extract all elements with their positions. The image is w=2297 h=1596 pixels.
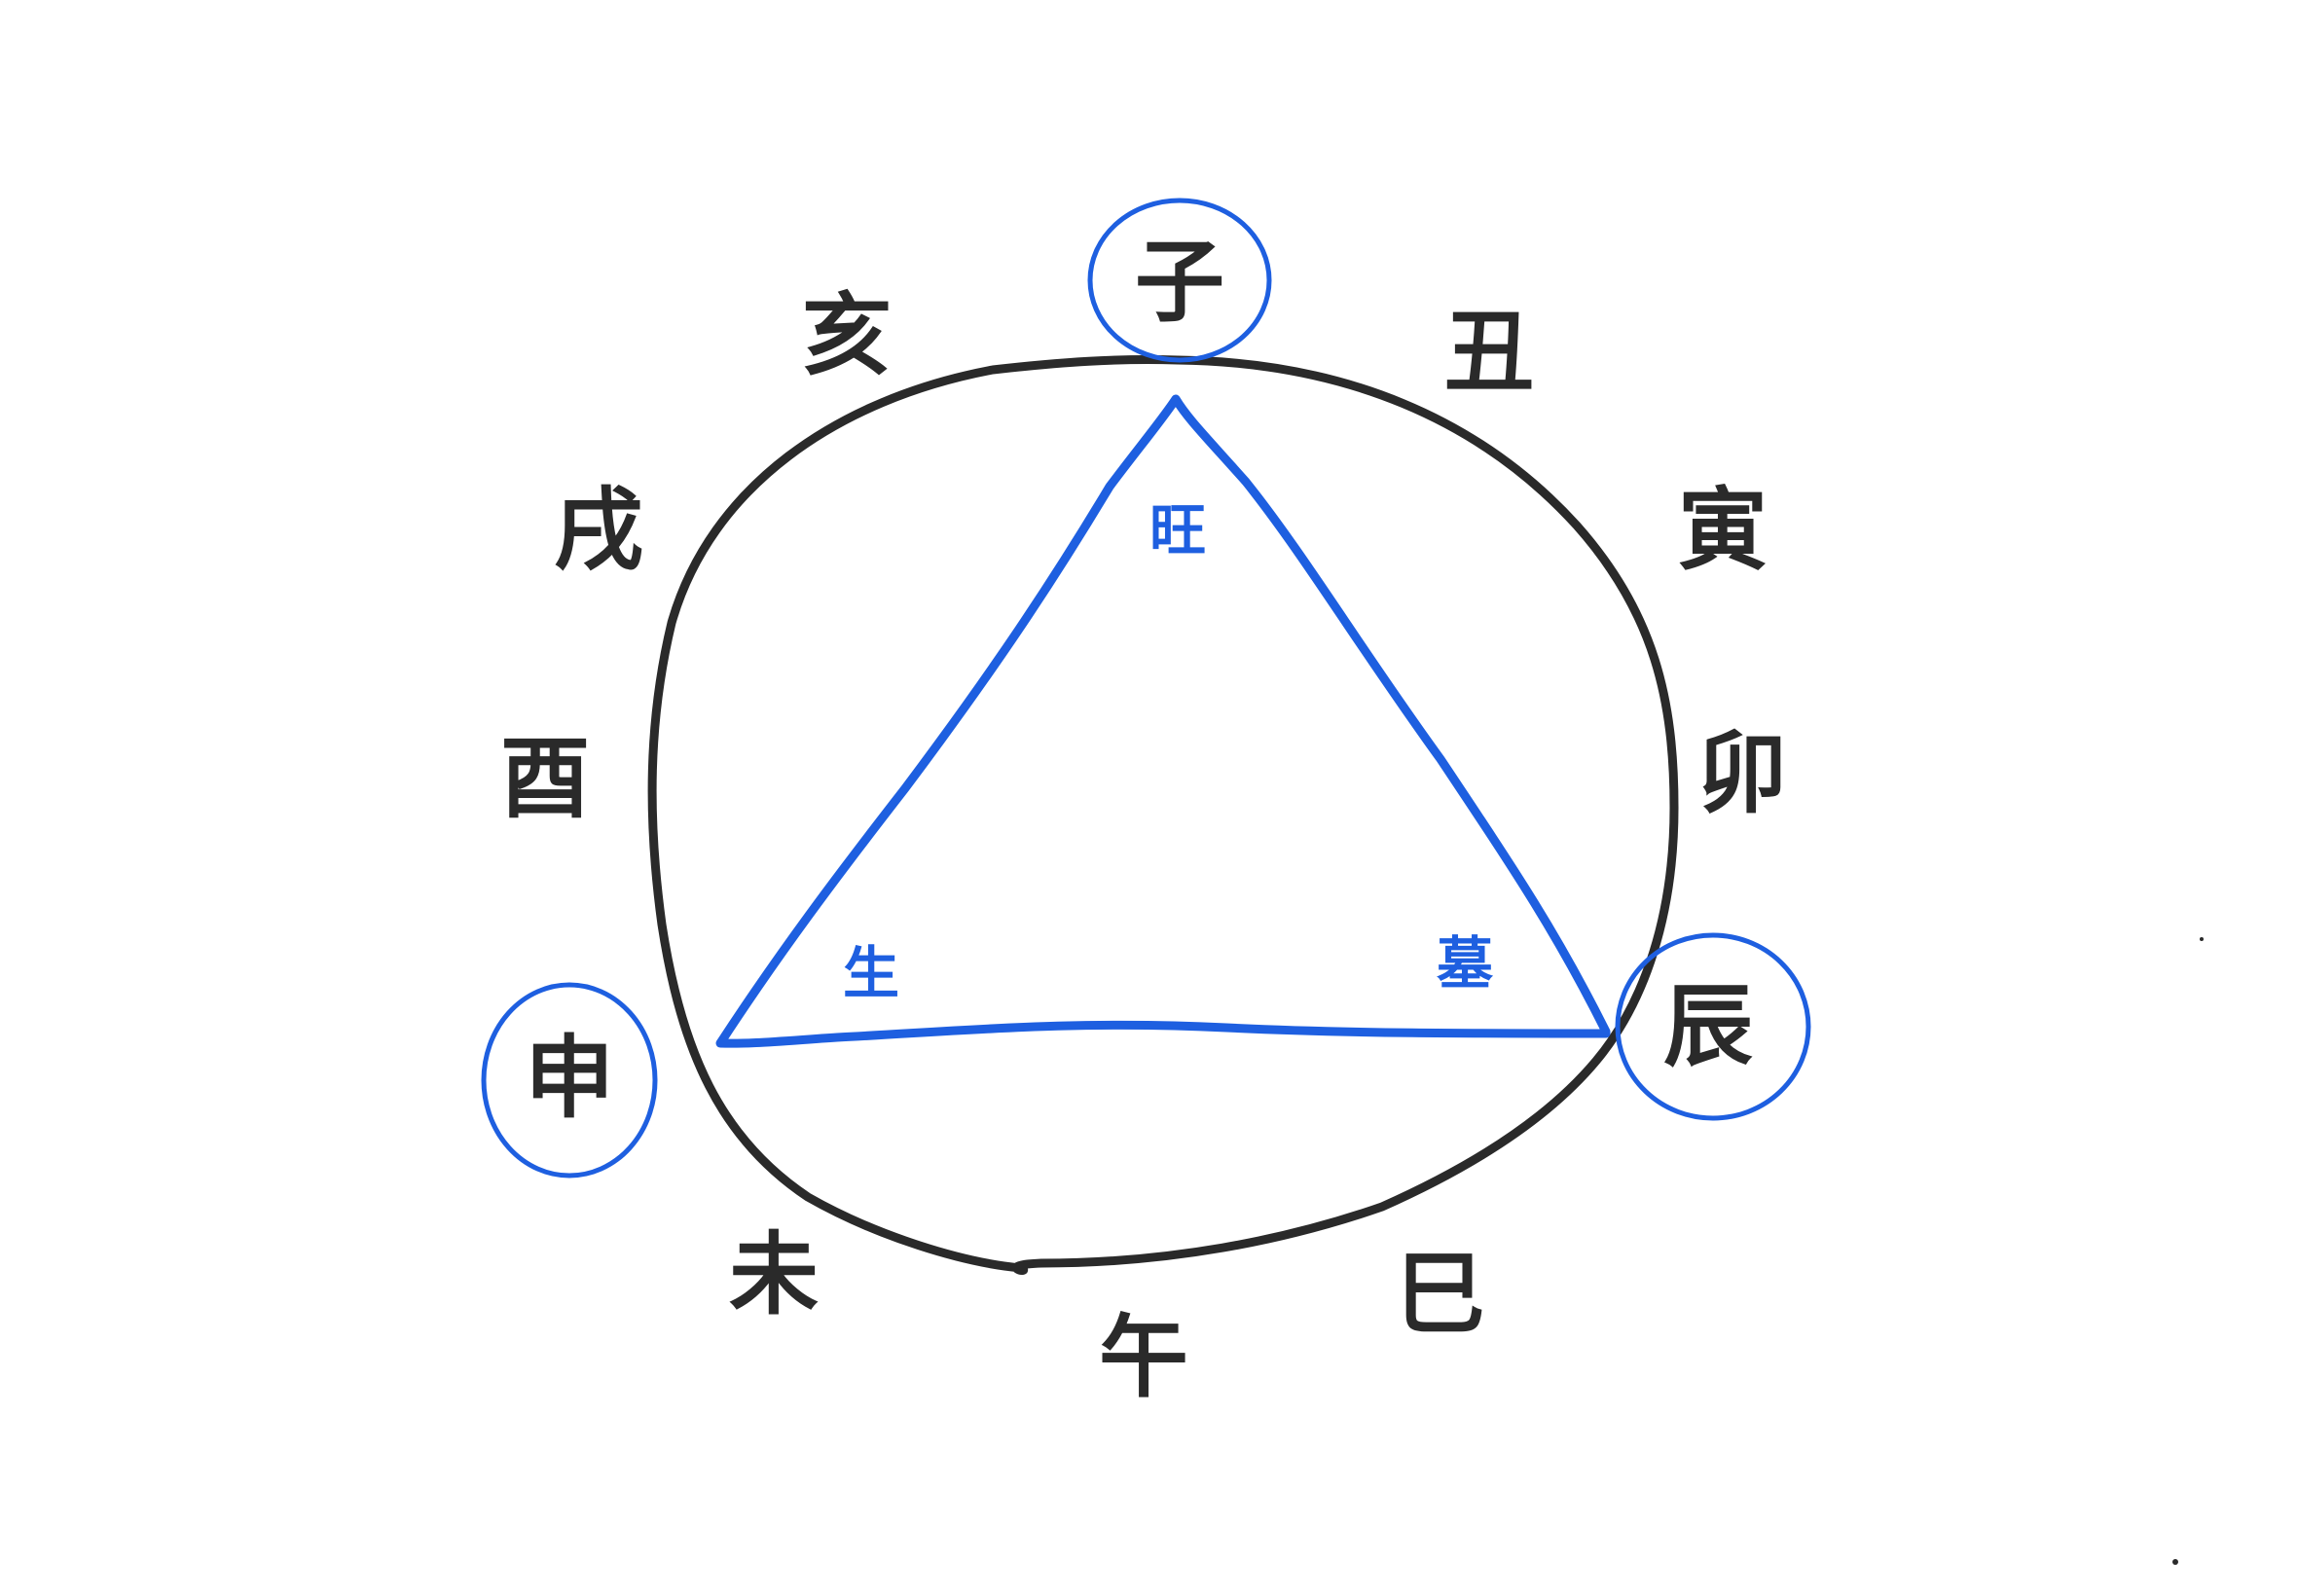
branch-yin: 寅: [1678, 479, 1768, 583]
branch-mao: 卯: [1697, 722, 1787, 826]
highlight-circle-chen: [1615, 932, 1811, 1121]
stage-tomb-label: 墓: [1437, 930, 1494, 997]
branch-si: 巳: [1396, 1243, 1485, 1347]
branch-zi: 子: [1135, 231, 1224, 335]
branch-ring: [647, 355, 1679, 1275]
stray-dot: [2200, 937, 2204, 941]
branch-wei: 未: [729, 1223, 819, 1327]
trine-triangle: [715, 394, 1611, 1048]
highlight-circle-shen: [481, 982, 658, 1179]
branch-chou: 丑: [1444, 301, 1534, 405]
branch-xu: 戌: [554, 479, 643, 583]
stage-birth-label: 生: [843, 940, 899, 1006]
branch-you: 酉: [500, 727, 590, 831]
stage-peak-label: 旺: [1149, 497, 1206, 563]
branch-shen: 申: [525, 1027, 614, 1131]
branch-chen: 辰: [1663, 975, 1753, 1079]
branch-wu: 午: [1099, 1306, 1188, 1410]
branch-hai: 亥: [802, 284, 892, 388]
highlight-circle-zi: [1087, 198, 1272, 363]
stray-dot: [2172, 1559, 2178, 1565]
